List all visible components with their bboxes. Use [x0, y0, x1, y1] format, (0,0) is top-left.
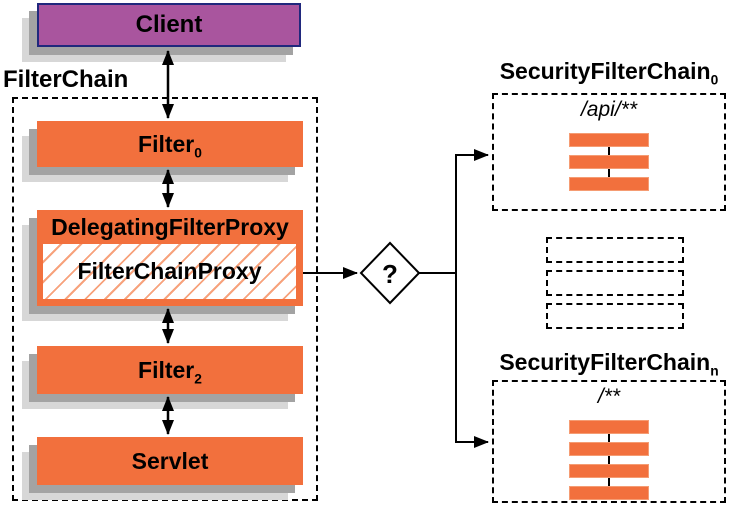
security-filter-chain-0-title: SecurityFilterChain0: [499, 58, 719, 88]
security-filter-chain-n-subscript: n: [710, 363, 719, 379]
chain-n-filter-stack: [569, 420, 649, 500]
security-filter-chain-0-subscript: 0: [710, 72, 719, 88]
filter-bar: [569, 486, 649, 500]
filter2-label: Filter2: [138, 356, 202, 387]
servlet-label: Servlet: [131, 447, 209, 474]
filter-bar: [569, 420, 649, 434]
chain-n-path-pattern: /**: [597, 385, 621, 408]
chain0-path-pattern: /api/**: [580, 98, 638, 121]
filter-bar: [569, 133, 649, 147]
arrow-decision-chain0: [419, 149, 489, 274]
servlet-box: Servlet: [37, 437, 303, 485]
collapsed-chains-stack: [546, 237, 684, 329]
collapsed-chain-box: [546, 237, 684, 263]
filter-bar: [569, 442, 649, 456]
filter-bar: [569, 155, 649, 169]
arrow-decision-chain-n: [455, 273, 489, 448]
filter-bar: [569, 464, 649, 478]
filter0-label: Filter0: [138, 130, 202, 161]
delegating-filter-proxy-box: DelegatingFilterProxy FilterChainProxy: [37, 210, 303, 306]
filter-bar: [569, 177, 649, 191]
chain0-filter-stack: [569, 133, 649, 191]
filterchain-title: FilterChain: [3, 66, 129, 93]
collapsed-chain-box: [546, 303, 684, 329]
security-filter-chain-0-box: /api/**: [492, 93, 726, 211]
client-box: Client: [37, 3, 301, 47]
filter0-box: Filter0: [37, 121, 303, 167]
decision-question-mark: ?: [382, 258, 398, 289]
client-label: Client: [135, 11, 203, 38]
security-filter-chain-n-title: SecurityFilterChainn: [499, 349, 719, 379]
security-filter-chain-n-box: /**: [492, 380, 726, 503]
filter-chain-proxy-label: FilterChainProxy: [77, 258, 262, 284]
filter2-subscript: 2: [194, 371, 202, 387]
delegating-filter-proxy-label: DelegatingFilterProxy: [51, 214, 289, 240]
filter0-subscript: 0: [194, 145, 202, 161]
filter-chain-proxy-box: FilterChainProxy: [43, 244, 296, 299]
filter2-box: Filter2: [37, 346, 303, 394]
collapsed-chain-box: [546, 270, 684, 296]
